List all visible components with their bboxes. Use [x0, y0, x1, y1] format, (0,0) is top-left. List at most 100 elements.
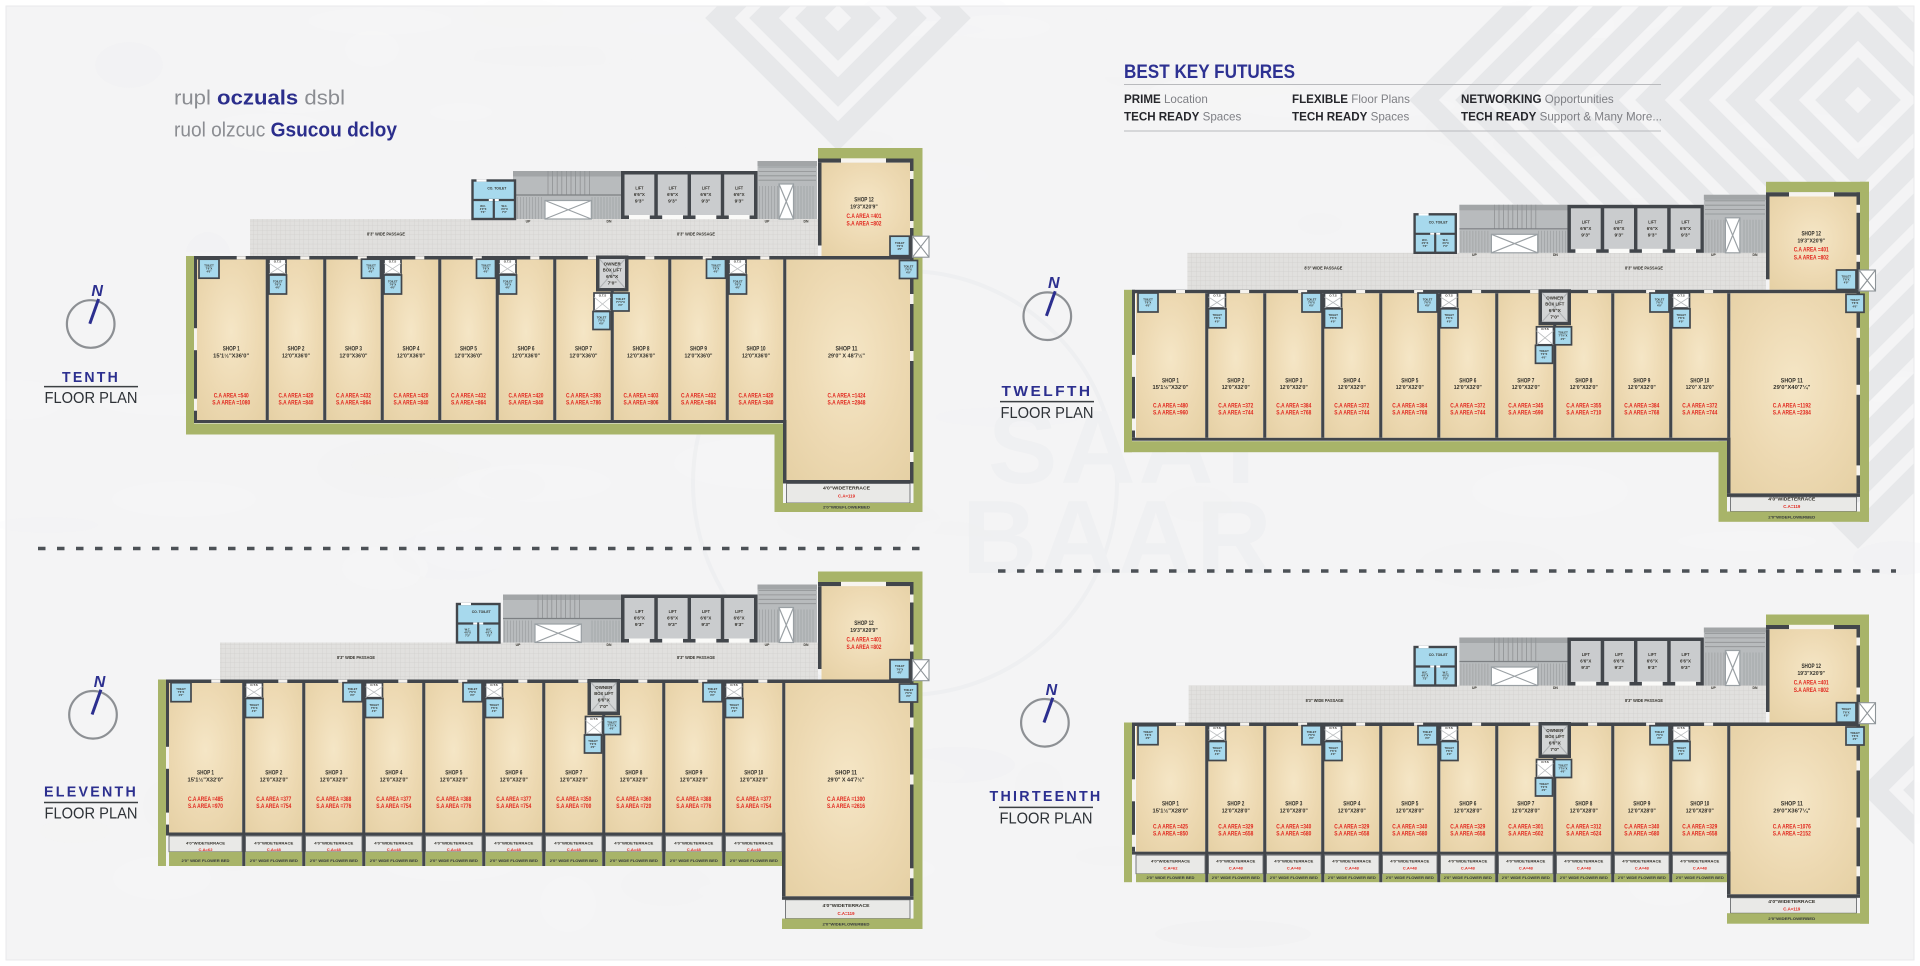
svg-text:FLOOR PLAN: FLOOR PLAN — [45, 390, 138, 407]
svg-text:LIFT: LIFT — [702, 186, 710, 191]
svg-text:12'0"X32'0": 12'0"X32'0" — [320, 778, 348, 784]
svg-text:8'3" WIDE PASSAGE: 8'3" WIDE PASSAGE — [1625, 265, 1664, 271]
svg-text:FLOOR PLAN: FLOOR PLAN — [1001, 405, 1094, 422]
svg-text:9'3": 9'3" — [1615, 665, 1624, 670]
svg-text:7'6"X: 7'6"X — [389, 282, 396, 286]
svg-text:8'3" WIDE PASSAGE: 8'3" WIDE PASSAGE — [367, 232, 406, 238]
svg-text:O.T.S: O.T.S — [1445, 293, 1453, 297]
svg-text:7'6"X: 7'6"X — [1656, 300, 1663, 304]
svg-text:TOILET: TOILET — [1676, 746, 1686, 750]
svg-text:TECH READY Spaces: TECH READY Spaces — [1292, 111, 1409, 124]
svg-text:2'0"WIDEFLOWERBED: 2'0"WIDEFLOWERBED — [823, 921, 870, 926]
svg-text:SHOP 5: SHOP 5 — [1401, 801, 1418, 808]
svg-text:O.T.S: O.T.S — [1213, 293, 1221, 297]
svg-text:7'6"X: 7'6"X — [491, 706, 498, 710]
svg-text:N: N — [91, 283, 103, 300]
svg-text:6'6"X: 6'6"X — [1647, 659, 1658, 664]
svg-text:7'7½"X: 7'7½"X — [616, 300, 625, 304]
svg-text:12'0"X36'0": 12'0"X36'0" — [397, 353, 425, 359]
svg-text:C.A=48: C.A=48 — [627, 847, 642, 852]
svg-text:4'0"WIDETERRACE: 4'0"WIDETERRACE — [1622, 858, 1661, 863]
svg-text:C.A=48: C.A=48 — [507, 847, 522, 852]
svg-text:9'3": 9'3" — [1648, 665, 1657, 670]
svg-text:4'0": 4'0" — [1146, 736, 1152, 740]
svg-text:W.C.: W.C. — [1443, 238, 1449, 242]
svg-text:UP: UP — [516, 643, 521, 647]
svg-text:C.A=48: C.A=48 — [327, 847, 342, 852]
svg-text:S.A AREA =754: S.A AREA =754 — [496, 803, 531, 810]
svg-text:4'0": 4'0" — [1844, 281, 1850, 285]
svg-text:4'0"X: 4'0"X — [1422, 674, 1429, 678]
svg-text:S.A AREA =658: S.A AREA =658 — [1682, 831, 1717, 838]
svg-text:TOILET: TOILET — [348, 687, 358, 691]
svg-text:7'0"X: 7'0"X — [590, 742, 597, 746]
svg-text:C.A AREA =420: C.A AREA =420 — [394, 393, 429, 400]
svg-text:LIFT: LIFT — [1582, 219, 1590, 224]
svg-text:C.A AREA =401: C.A AREA =401 — [847, 213, 882, 220]
svg-text:12'0"X36'0": 12'0"X36'0" — [742, 353, 770, 359]
svg-text:C.A AREA =377: C.A AREA =377 — [256, 796, 291, 803]
svg-text:rupl oczuals dsbl: rupl oczuals dsbl — [174, 87, 345, 110]
svg-text:C.A AREA =540: C.A AREA =540 — [214, 393, 249, 400]
svg-text:S.A AREA =680: S.A AREA =680 — [1276, 831, 1311, 838]
svg-text:LIFT: LIFT — [735, 186, 743, 191]
svg-text:TOILET: TOILET — [369, 703, 379, 707]
svg-text:4'0"WIDETERRACE: 4'0"WIDETERRACE — [1506, 858, 1545, 863]
svg-text:6'6"X: 6'6"X — [1680, 226, 1691, 231]
svg-text:TECH READY Support & Many More: TECH READY Support & Many More... — [1461, 111, 1662, 124]
svg-text:9'3": 9'3" — [735, 622, 744, 627]
svg-text:O.T.S: O.T.S — [370, 683, 378, 687]
svg-text:7'6"X: 7'6"X — [349, 690, 356, 694]
svg-text:7'3": 7'3" — [1443, 244, 1449, 248]
svg-text:TECH READY Spaces: TECH READY Spaces — [1124, 111, 1241, 124]
svg-text:TOILET: TOILET — [1423, 730, 1433, 734]
svg-text:4'0": 4'0" — [710, 693, 716, 697]
svg-text:7'0"X: 7'0"X — [598, 318, 605, 322]
svg-text:FLOOR PLAN: FLOOR PLAN — [45, 806, 138, 823]
svg-text:O.T.S: O.T.S — [1541, 327, 1549, 331]
svg-text:C.A AREA =1192: C.A AREA =1192 — [1773, 402, 1811, 409]
svg-text:C.A=48: C.A=48 — [687, 847, 702, 852]
svg-text:TOILET: TOILET — [708, 687, 718, 691]
svg-text:TOILET: TOILET — [1850, 298, 1860, 302]
svg-text:C.A AREA =393: C.A AREA =393 — [566, 393, 601, 400]
svg-text:S.A AREA =802: S.A AREA =802 — [847, 221, 882, 228]
svg-text:O.T.S: O.T.S — [1329, 293, 1337, 297]
svg-text:PRIME Location: PRIME Location — [1124, 93, 1208, 106]
svg-text:OWNER: OWNER — [1546, 728, 1563, 733]
svg-text:S.A AREA =776: S.A AREA =776 — [316, 803, 351, 810]
svg-text:4'0"X: 4'0"X — [464, 631, 471, 635]
svg-text:SHOP 12: SHOP 12 — [1801, 663, 1821, 670]
svg-text:9'3": 9'3" — [1581, 232, 1590, 237]
svg-text:SHOP 11: SHOP 11 — [1781, 801, 1803, 808]
svg-text:C.A AREA =401: C.A AREA =401 — [1794, 247, 1829, 254]
svg-text:C.A AREA =355: C.A AREA =355 — [1566, 402, 1601, 409]
svg-text:S.A AREA =754: S.A AREA =754 — [256, 803, 291, 810]
svg-text:7'6"X: 7'6"X — [1214, 316, 1221, 320]
svg-text:7'3": 7'3" — [1443, 677, 1449, 681]
svg-text:4'0"WIDETERRACE: 4'0"WIDETERRACE — [1564, 858, 1603, 863]
svg-text:4'0"WIDETERRACE: 4'0"WIDETERRACE — [1768, 496, 1815, 501]
svg-text:C.A AREA =372: C.A AREA =372 — [1218, 402, 1253, 409]
svg-text:TOILET: TOILET — [468, 687, 478, 691]
svg-text:4'0": 4'0" — [1679, 319, 1685, 323]
svg-text:4'0": 4'0" — [1853, 304, 1859, 308]
svg-text:4'0"WIDETERRACE: 4'0"WIDETERRACE — [823, 903, 870, 908]
svg-text:S.A AREA =786: S.A AREA =786 — [566, 399, 601, 406]
svg-text:S.A AREA =754: S.A AREA =754 — [376, 803, 411, 810]
svg-text:C.A AREA =388: C.A AREA =388 — [436, 796, 471, 803]
svg-text:S.A AREA =840: S.A AREA =840 — [509, 399, 544, 406]
svg-text:7'0": 7'0" — [1550, 747, 1559, 752]
svg-text:SHOP 10: SHOP 10 — [1690, 377, 1709, 384]
svg-text:LIFT: LIFT — [735, 609, 743, 614]
svg-text:C.A=62: C.A=62 — [199, 847, 214, 852]
svg-text:SHOP 11: SHOP 11 — [835, 770, 857, 777]
svg-text:SHOP 6: SHOP 6 — [505, 770, 522, 777]
svg-text:8'3" WIDE PASSAGE: 8'3" WIDE PASSAGE — [337, 655, 376, 661]
svg-text:4'0": 4'0" — [372, 709, 378, 713]
svg-text:W.C.: W.C. — [486, 628, 492, 632]
svg-text:12'0"X32'0": 12'0"X32'0" — [1454, 385, 1482, 391]
svg-text:S.A AREA =710: S.A AREA =710 — [1566, 409, 1601, 416]
svg-text:C.A=48: C.A=48 — [447, 847, 462, 852]
svg-text:6'6"X: 6'6"X — [700, 616, 711, 621]
